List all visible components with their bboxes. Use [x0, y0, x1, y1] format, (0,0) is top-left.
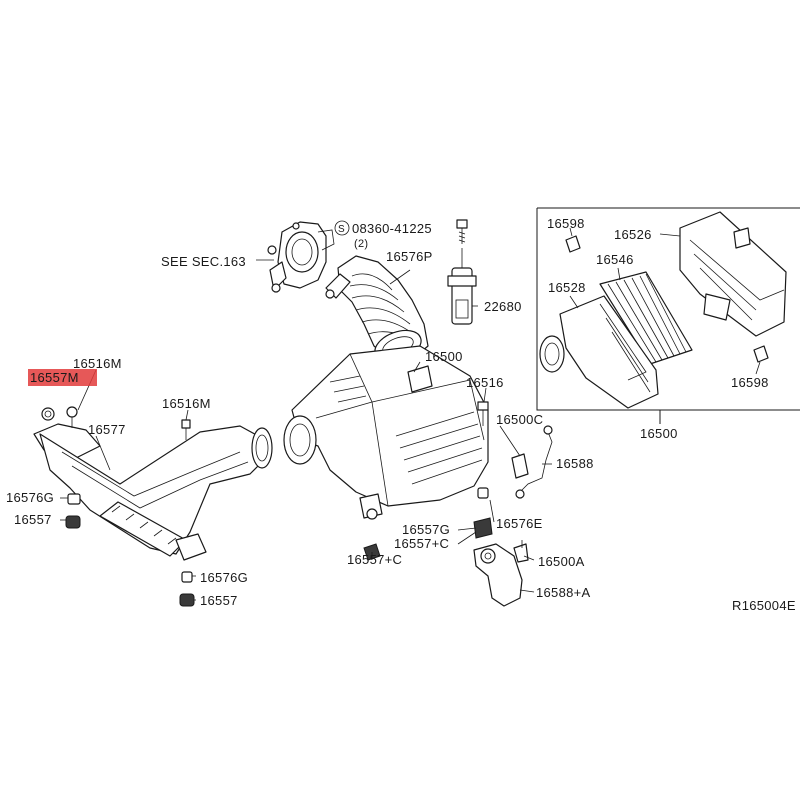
- circled-s-letter: S: [338, 224, 345, 235]
- label-16598-bottom[interactable]: 16598: [731, 375, 769, 390]
- clip-bottom-part[interactable]: [753, 345, 769, 363]
- label-16576G-left[interactable]: 16576G: [6, 490, 54, 505]
- label-see-sec[interactable]: SEE SEC.163: [161, 254, 246, 269]
- label-22680[interactable]: 22680: [484, 299, 522, 314]
- clip-top-part[interactable]: [565, 235, 581, 253]
- label-16557C-right[interactable]: 16557+C: [394, 536, 449, 551]
- label-16528[interactable]: 16528: [548, 280, 586, 295]
- inset-frame: [536, 207, 800, 424]
- label-16588A[interactable]: 16588+A: [536, 585, 591, 600]
- mount-bracket-right-part[interactable]: [473, 540, 529, 607]
- label-16500C[interactable]: 16500C: [496, 412, 543, 427]
- label-16576G-bottom[interactable]: 16576G: [200, 570, 248, 585]
- screw-part[interactable]: [456, 219, 468, 244]
- filter-housing-part[interactable]: [539, 295, 659, 409]
- label-ref-code: R165004E: [732, 598, 796, 613]
- highlight-16557M: [28, 369, 97, 386]
- grommets-main[interactable]: [65, 401, 529, 607]
- label-16526[interactable]: 16526: [614, 227, 652, 242]
- label-screw-qty: (2): [354, 238, 368, 250]
- label-screw-ref[interactable]: 08360-41225: [352, 221, 432, 236]
- part-labels: SEE SEC.163 S 08360-41225 (2) 16576P 226…: [6, 216, 796, 613]
- throttle-body-part[interactable]: [267, 221, 335, 293]
- air-flow-sensor-part[interactable]: [447, 264, 477, 325]
- label-16557M[interactable]: 16557M: [30, 370, 79, 385]
- housing-cover-part[interactable]: [679, 211, 787, 337]
- label-16546[interactable]: 16546: [596, 252, 634, 267]
- label-16516M-mid[interactable]: 16516M: [162, 396, 211, 411]
- air-duct-part[interactable]: [39, 425, 273, 561]
- label-16557-left[interactable]: 16557: [14, 512, 52, 527]
- label-16516[interactable]: 16516: [466, 375, 504, 390]
- air-cleaner-housing-part[interactable]: [283, 345, 489, 520]
- label-16588[interactable]: 16588: [556, 456, 594, 471]
- label-16557-bottom[interactable]: 16557: [200, 593, 238, 608]
- label-16516M-left[interactable]: 16516M: [73, 356, 122, 371]
- circled-s-symbol: [334, 220, 350, 236]
- label-16500-box[interactable]: 16500: [640, 426, 678, 441]
- label-16557C-center[interactable]: 16557+C: [347, 552, 402, 567]
- label-16500-center[interactable]: 16500: [425, 349, 463, 364]
- label-16598-top[interactable]: 16598: [547, 216, 585, 231]
- label-16557G[interactable]: 16557G: [402, 522, 450, 537]
- label-16577[interactable]: 16577: [88, 422, 126, 437]
- wire-bracket-part[interactable]: [515, 425, 553, 499]
- screw-reference: S 08360-41225 (2): [334, 220, 432, 250]
- label-16576P[interactable]: 16576P: [386, 249, 433, 264]
- label-16576E[interactable]: 16576E: [496, 516, 543, 531]
- label-16500A[interactable]: 16500A: [538, 554, 585, 569]
